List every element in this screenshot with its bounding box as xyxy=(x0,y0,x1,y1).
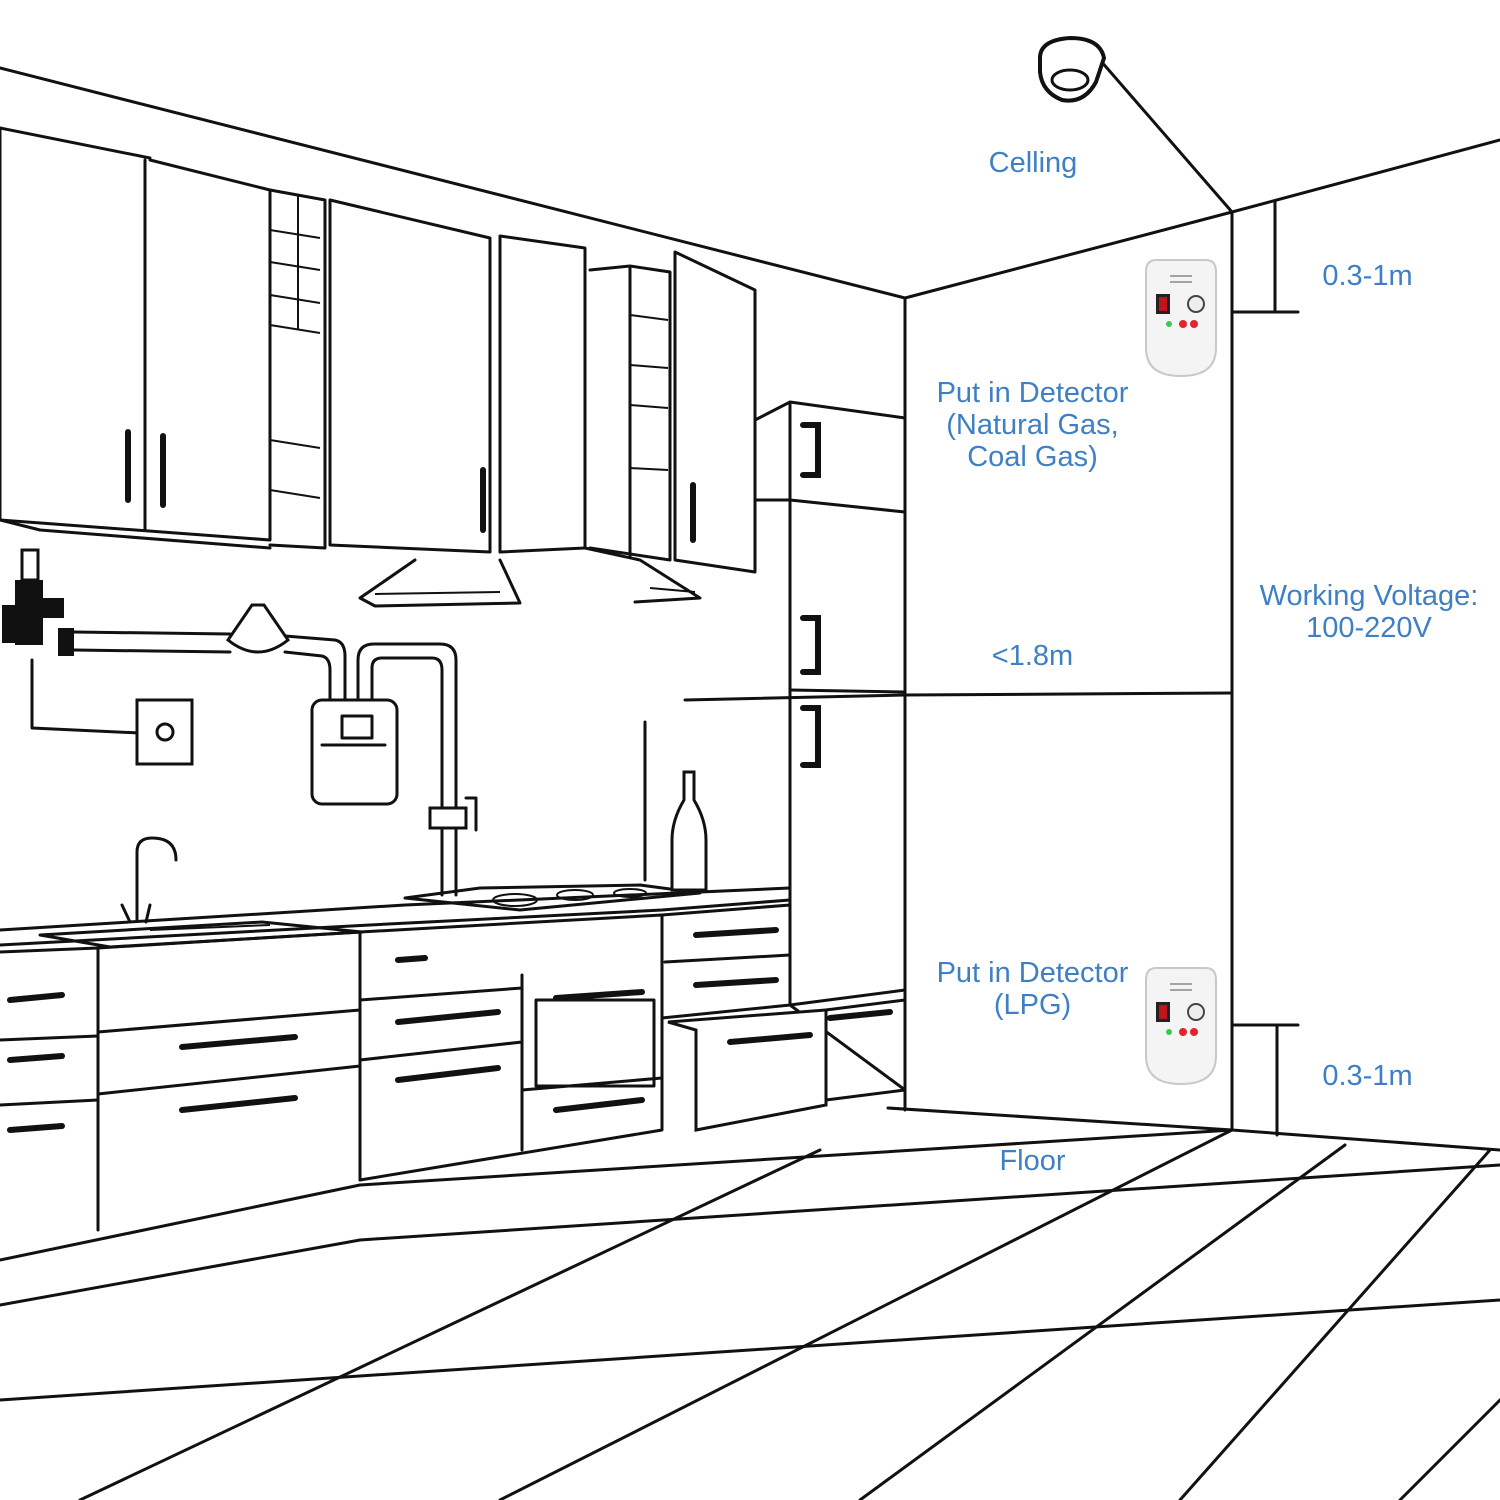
refrigerator xyxy=(753,400,907,1092)
height-limit-label: <1.8m xyxy=(991,640,1074,672)
bottom-distance-label: 0.3-1m xyxy=(1322,1060,1413,1092)
range-hood xyxy=(358,546,702,608)
top-distance-label: 0.3-1m xyxy=(1322,260,1413,292)
floor-label: Floor xyxy=(999,1145,1066,1177)
lower-cabinets xyxy=(0,720,907,1232)
voltage-label-line2: 100-220V xyxy=(1306,612,1432,644)
voltage-label-line1: Working Voltage: xyxy=(1259,580,1479,612)
natural-gas-label-line3: Coal Gas) xyxy=(967,441,1098,473)
gas-detector-icon xyxy=(1145,259,1217,378)
gas-detector-icon xyxy=(1145,967,1217,1086)
gas-pipeline xyxy=(2,548,478,897)
lpg-label-line1: Put in Detector xyxy=(936,957,1129,989)
natural-gas-label-line2: (Natural Gas, xyxy=(946,409,1119,441)
smoke-detector-icon xyxy=(1038,35,1107,103)
floor-tiles xyxy=(0,1128,1500,1500)
lpg-label-line2: (LPG) xyxy=(993,989,1072,1021)
measurement-lines xyxy=(683,58,1300,1137)
ceiling-label: Celling xyxy=(988,147,1078,179)
working-voltage-label: Working Voltage: 100-220V xyxy=(1240,580,1498,644)
natural-gas-label-line1: Put in Detector xyxy=(936,377,1129,409)
lpg-detector-label: Put in Detector (LPG) xyxy=(895,957,1170,1021)
natural-gas-detector-label: Put in Detector (Natural Gas, Coal Gas) xyxy=(895,377,1170,473)
upper-cabinets xyxy=(0,126,757,574)
